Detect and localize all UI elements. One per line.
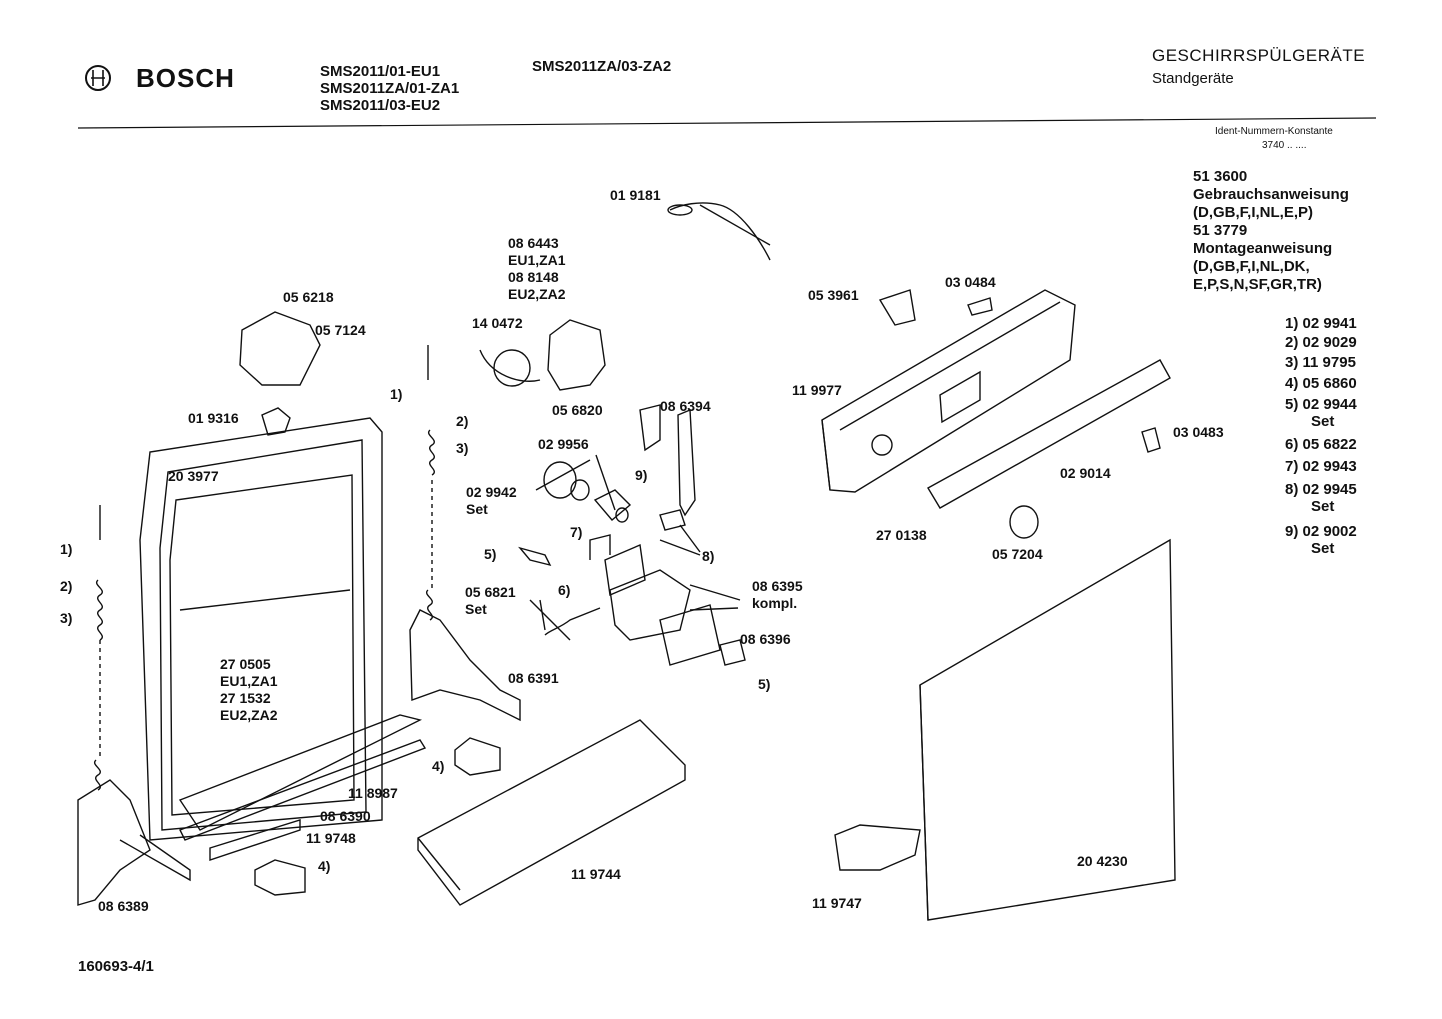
model-list-1: SMS2011/01-EU1 SMS2011ZA/01-ZA1 SMS2011/… [320,63,459,114]
door-frame [139,417,383,841]
brand-logo: BOSCH [136,63,235,93]
document-langs: (D,GB,F,I,NL,E,P) [1193,204,1313,221]
part-label: 01 9316 [188,410,239,426]
part-label: 08 6389 [98,898,149,914]
ref-marker: 2) [60,578,73,594]
part-label: 02 9956 [538,436,589,452]
ref-marker: 4) [318,858,331,874]
part-label: 03 0484 [945,274,996,290]
model-item: SMS2011/01-EU1 [320,63,441,80]
ref-marker: 1) [390,386,403,402]
ident-value: 3740 .. .... [1262,140,1307,151]
ref-marker: 7) [570,524,583,540]
part-label: 05 3961 [808,287,859,303]
subcategory: Standgeräte [1152,70,1234,87]
part-label: 11 9747 [812,895,862,911]
part-label: 20 4230 [1077,853,1128,869]
ref-marker: 5) [484,546,497,562]
model-list-2: SMS2011ZA/03-ZA2 [532,58,672,75]
document-langs: E,P,S,N,SF,GR,TR) [1193,276,1322,293]
model-item: SMS2011ZA/01-ZA1 [320,80,460,97]
document-number: 51 3600 [1193,168,1248,185]
model-item: SMS2011/03-EU2 [320,97,441,114]
part-label: 08 6390 [320,808,371,824]
ref-marker: 6) [558,582,571,598]
ref-marker: 3) [456,440,469,456]
legend-row: 6) 05 6822 [1285,436,1357,453]
control-panel [821,289,1076,493]
plinth-panel [417,719,686,906]
documents-block: 51 3600 Gebrauchsanweisung (D,GB,F,I,NL,… [1193,168,1349,294]
ref-marker: 9) [635,467,648,483]
part-label: 01 9181 [610,187,661,203]
legend-row: 4) 05 6860 [1285,375,1357,392]
part-label: 27 0138 [876,527,927,543]
part-label: 14 0472 [472,315,523,331]
part-label: 08 6396 [740,631,791,647]
drawing-number: 160693-4/1 [78,958,154,975]
part-label: 02 9014 [1060,465,1111,481]
ref-marker: 4) [432,758,445,774]
document-title: Gebrauchsanweisung [1193,186,1349,203]
part-label: 05 6218 [283,289,334,305]
part-label: 08 6394 [660,398,711,414]
part-label: 05 6820 [552,402,603,418]
document-langs: (D,GB,F,I,NL,DK, [1193,258,1310,275]
ref-marker: 1) [60,541,73,557]
front-door-panel [919,538,1176,921]
part-label: 05 7204 [992,546,1043,562]
ident-label: Ident-Nummern-Konstante [1215,126,1333,137]
legend-row: 3) 11 9795 [1285,354,1356,371]
part-label: 11 9977 [792,382,842,398]
part-label: 11 9744 [571,866,621,882]
part-label: 08 6391 [508,670,559,686]
category-title: GESCHIRRSPÜLGERÄTE [1152,46,1366,65]
ref-marker: 2) [456,413,469,429]
legend-row: 2) 02 9029 [1285,334,1357,351]
ref-marker: 8) [702,548,715,564]
part-label: 03 0483 [1173,424,1224,440]
legend-row: 1) 02 9941 [1285,315,1357,332]
ref-marker: 5) [758,676,771,692]
legend-row: 7) 02 9943 [1285,458,1357,475]
part-label: 11 8987 [348,785,398,801]
ref-marker: 3) [60,610,73,626]
document-number: 51 3779 [1193,222,1248,239]
part-label: 20 3977 [168,468,219,484]
part-label: 11 9748 [306,830,356,846]
document-title: Montageanweisung [1193,240,1333,257]
part-label: 05 7124 [315,322,366,338]
